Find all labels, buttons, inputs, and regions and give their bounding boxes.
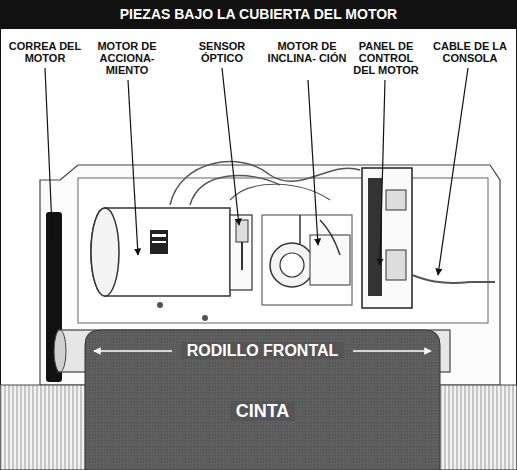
node-text: RODILLO FRONTAL [181,342,345,359]
part-label: PANEL DE CONTROL DEL MOTOR [350,40,422,76]
part-label: CABLE DE LA CONSOLA [428,40,512,64]
node-text: CINTA [230,401,296,421]
part-label: CORREA DEL MOTOR [8,40,82,64]
roller-label: RODILLO FRONTAL [85,341,440,361]
part-label: SENSOR ÓPTICO [186,40,258,64]
belt-surface: RODILLO FRONTAL CINTA [85,330,440,470]
part-label: MOTOR DE INCLINA- CIÓN [266,40,348,64]
title-bar: PIEZAS BAJO LA CUBIERTA DEL MOTOR [0,0,517,29]
part-label: MOTOR DE ACCIONA- MIENTO [86,40,168,76]
belt-label: CINTA [85,400,440,422]
